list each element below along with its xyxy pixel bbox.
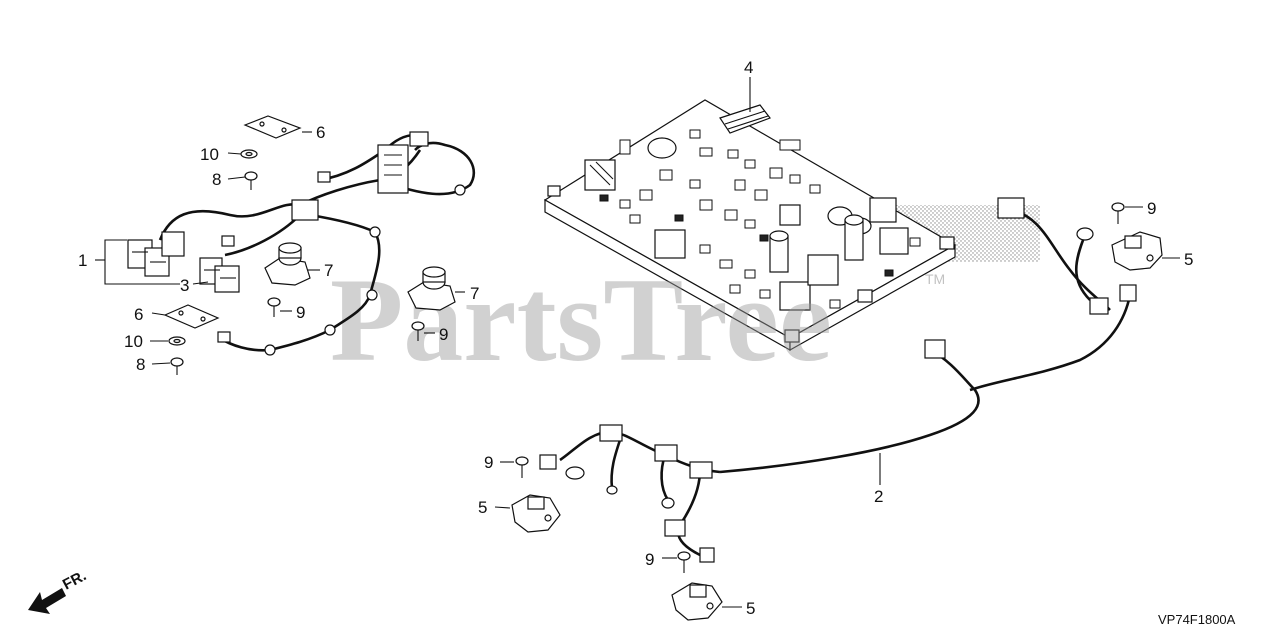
screw-left-b[interactable] <box>411 321 425 341</box>
callout-4[interactable]: 4 <box>744 58 753 77</box>
board-foot <box>784 329 800 343</box>
callout-9-left-b[interactable]: 9 <box>439 325 448 344</box>
screw-bottom-left[interactable] <box>515 456 529 478</box>
diagram-code: VP74F1800A <box>1158 612 1236 627</box>
watermark: PartsTree <box>330 253 832 386</box>
sensor-right[interactable] <box>1111 231 1163 271</box>
connector <box>699 547 715 563</box>
relay <box>779 204 801 226</box>
front-indicator-label: FR. <box>60 567 89 593</box>
connector <box>291 199 319 221</box>
callout-6-lower[interactable]: 6 <box>134 305 143 324</box>
washer-lower[interactable] <box>168 336 186 346</box>
board-foot <box>939 236 955 250</box>
sensor-7-left[interactable] <box>264 242 311 286</box>
callout-5-bottom-left[interactable]: 5 <box>478 498 487 517</box>
washer-top[interactable] <box>240 149 258 159</box>
grommet <box>1076 227 1094 241</box>
callout-9-left-a[interactable]: 9 <box>296 303 305 322</box>
relay <box>807 254 839 286</box>
relay <box>869 197 897 223</box>
callout-2[interactable]: 2 <box>874 487 883 506</box>
sensor-7-right[interactable] <box>407 266 456 311</box>
connector-cluster <box>377 144 409 194</box>
connector <box>409 131 429 147</box>
callout-9-bottom-left[interactable]: 9 <box>484 453 493 472</box>
sensor-harness-right <box>969 197 1137 392</box>
screw-bottom[interactable] <box>677 551 691 573</box>
plate-lower[interactable] <box>163 304 220 329</box>
harness-connector-1[interactable] <box>127 231 185 277</box>
board-connector <box>719 104 771 134</box>
callout-1[interactable]: 1 <box>78 251 87 270</box>
grommet <box>689 461 713 479</box>
callout-5-bottom[interactable]: 5 <box>746 599 755 618</box>
grommet <box>654 444 678 462</box>
callout-8-lower[interactable]: 8 <box>136 355 145 374</box>
harness-connector-3[interactable] <box>199 257 240 293</box>
grommet <box>664 519 686 537</box>
screw-left-a[interactable] <box>267 297 281 317</box>
left-harness[interactable] <box>158 131 476 356</box>
callout-labels: 6 10 8 1 3 7 7 9 9 6 10 8 4 9 5 2 9 5 9 … <box>78 58 1193 618</box>
board-foot <box>547 185 561 197</box>
connector <box>1119 284 1137 302</box>
callout-10-lower[interactable]: 10 <box>124 332 143 351</box>
terminal-block <box>779 281 811 311</box>
callout-8-top[interactable]: 8 <box>212 170 221 189</box>
capacitor <box>844 219 864 261</box>
callout-7-right[interactable]: 7 <box>470 284 479 303</box>
callout-5-right[interactable]: 5 <box>1184 250 1193 269</box>
connector <box>1089 297 1109 315</box>
callout-10-top[interactable]: 10 <box>200 145 219 164</box>
sensor-bottom-left[interactable] <box>511 494 561 533</box>
callout-7-left[interactable]: 7 <box>324 261 333 280</box>
connector <box>217 331 231 343</box>
terminal-block <box>654 229 686 259</box>
main-harness[interactable] <box>539 339 980 563</box>
connector <box>317 171 331 183</box>
terminal-block <box>879 227 909 255</box>
plate-top[interactable] <box>243 115 302 139</box>
capacitor <box>647 137 677 159</box>
screw-8-top[interactable] <box>244 171 258 190</box>
grommet <box>565 466 585 480</box>
control-board[interactable] <box>543 99 1040 352</box>
front-indicator: FR. <box>28 567 89 614</box>
callout-3[interactable]: 3 <box>180 276 189 295</box>
callout-9-right[interactable]: 9 <box>1147 199 1156 218</box>
screw-right[interactable] <box>1111 202 1125 224</box>
callout-6-top[interactable]: 6 <box>316 123 325 142</box>
connector <box>221 235 235 247</box>
front-arrow-icon <box>28 588 66 614</box>
callout-9-bottom[interactable]: 9 <box>645 550 654 569</box>
connector <box>539 454 557 470</box>
leader-lines <box>95 77 1180 608</box>
connector <box>924 339 946 359</box>
grommet <box>599 424 623 442</box>
board-foot <box>857 289 873 303</box>
connector <box>997 197 1025 219</box>
screw-8-lower[interactable] <box>170 357 184 375</box>
watermark-trademark: TM <box>925 271 945 287</box>
sensor-bottom[interactable] <box>671 582 723 621</box>
